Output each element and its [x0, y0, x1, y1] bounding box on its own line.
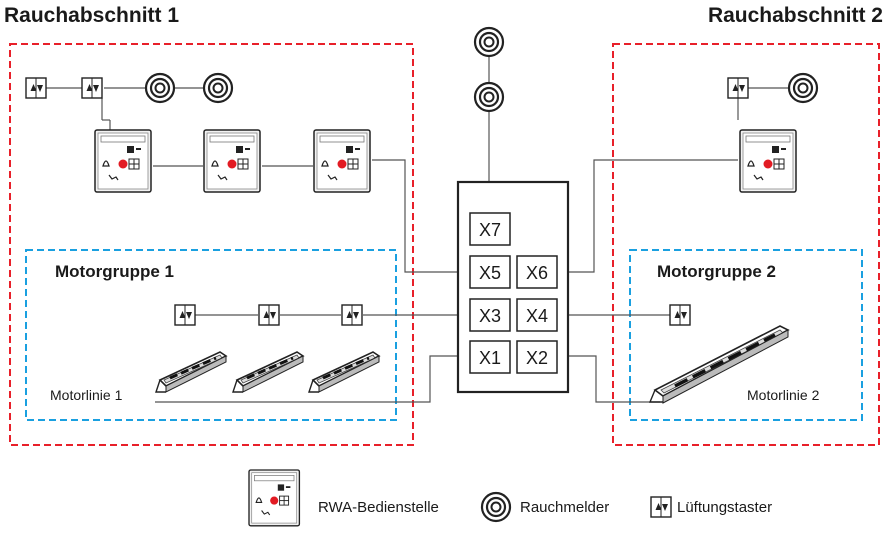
- legend-rwa-icon: [248, 469, 301, 527]
- motor-line-1-label: Motorlinie 1: [50, 387, 123, 403]
- svg-text:X6: X6: [526, 263, 548, 283]
- svg-text:X1: X1: [479, 348, 501, 368]
- rwa-control-station-icon: [313, 129, 371, 193]
- smoke-section-1-border: [9, 43, 414, 446]
- motor-group-2-label: Motorgruppe 2: [657, 262, 776, 281]
- terminal-x7: X7: [469, 212, 511, 246]
- svg-text:X5: X5: [479, 263, 501, 283]
- terminal-x4: X4: [516, 298, 558, 332]
- smoke-section-2-border: [612, 43, 880, 446]
- motor-group-1-border: [25, 249, 397, 421]
- smoke-detector-icon: [473, 26, 505, 58]
- terminal-x5: X5: [469, 255, 511, 289]
- vent-button-icon: [81, 77, 103, 99]
- smoke-detector-icon: [202, 72, 234, 104]
- motor-group-1-label: Motorgruppe 1: [55, 262, 174, 281]
- window-motor-icon: [231, 350, 305, 394]
- window-motor-icon: [307, 350, 381, 394]
- window-motor-icon: [154, 350, 228, 394]
- terminal-x6: X6: [516, 255, 558, 289]
- smoke-section-1-title: Rauchabschnitt 1: [4, 4, 180, 27]
- smoke-detector-icon: [473, 81, 505, 113]
- smoke-detector-icon: [144, 72, 176, 104]
- legend-vent-button-icon: [650, 496, 672, 518]
- svg-text:X2: X2: [526, 348, 548, 368]
- vent-button-icon: [341, 304, 363, 326]
- legend-smoke-detector-icon: [480, 491, 512, 523]
- rwa-control-station-icon: [94, 129, 152, 193]
- smoke-section-2-title: Rauchabschnitt 2: [707, 4, 883, 27]
- svg-text:X3: X3: [479, 306, 501, 326]
- smoke-detector-icon: [787, 72, 819, 104]
- vent-button-icon: [174, 304, 196, 326]
- rwa-control-station-icon: [739, 129, 797, 193]
- motor-line-2-label: Motorlinie 2: [747, 387, 820, 403]
- wiring-lines: [46, 57, 788, 403]
- vent-button-icon: [669, 304, 691, 326]
- rwa-control-station-icon: [203, 129, 261, 193]
- window-motor-icon: [648, 325, 790, 404]
- terminal-x2: X2: [516, 340, 558, 374]
- vent-button-icon: [25, 77, 47, 99]
- motor-group-2-border: [629, 249, 863, 421]
- vent-button-icon: [258, 304, 280, 326]
- terminal-x3: X3: [469, 298, 511, 332]
- svg-text:X7: X7: [479, 220, 501, 240]
- legend-smoke-detector-label: Rauchmelder: [520, 499, 610, 516]
- terminal-x1: X1: [469, 340, 511, 374]
- legend-vent-button-label: Lüftungstaster: [677, 499, 773, 516]
- legend-control-station-label: RWA-Bedienstelle: [318, 499, 439, 516]
- svg-text:X4: X4: [526, 306, 548, 326]
- vent-button-icon: [727, 77, 749, 99]
